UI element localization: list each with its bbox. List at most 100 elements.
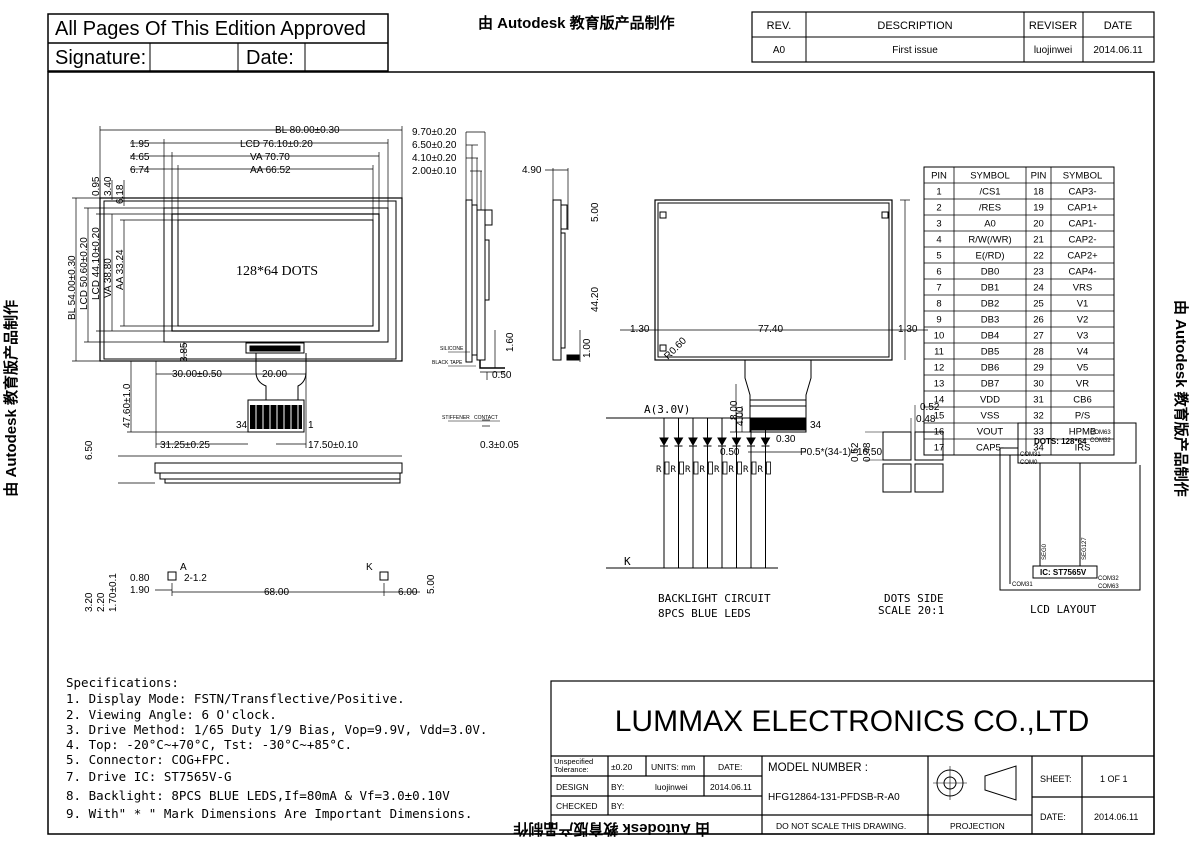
pin-table-cell: 24 [1033, 283, 1044, 294]
pin-table-cell: 18 [1033, 187, 1044, 198]
pin-table-cell: 33 [1033, 427, 1044, 438]
dim-500-bottom: 5.00 [426, 574, 437, 594]
led-diode [717, 437, 727, 447]
pin-table-cell: CAP1+ [1067, 203, 1098, 214]
backlight-labels: A(3.0V) K BACKLIGHT CIRCUIT 8PCS BLUE LE… [624, 403, 771, 620]
dim-offset-3: 6.74 [130, 165, 150, 176]
specifications: Specifications: 1. Display Mode: FSTN/Tr… [66, 675, 487, 821]
dim-lcd-width: LCD 76.10±0.20 [240, 139, 313, 150]
pin-table-cell: 28 [1033, 347, 1044, 358]
dim-1750: 17.50±0.10 [308, 440, 358, 451]
pin-table-cell: DB3 [981, 315, 999, 326]
pin-table-cell: 20 [1033, 219, 1044, 230]
checked-by-label: BY: [611, 801, 624, 811]
pin-table-cell: 15 [934, 411, 945, 422]
dim-650: 6.50±0.20 [412, 140, 457, 151]
design-label: DESIGN [556, 782, 589, 792]
pin-table-cell: CAP2- [1069, 235, 1097, 246]
dim-va-height: VA 38.80 [103, 258, 114, 298]
backlight-caption-2: 8PCS BLUE LEDS [658, 607, 751, 620]
resistor-label: R [714, 465, 720, 475]
pin-table-cell: VRS [1073, 283, 1093, 294]
rev-value: A0 [773, 45, 786, 56]
lcd-layout-labels: DOTS: 128*64 IC: ST7565V LCD LAYOUT COM6… [1012, 430, 1119, 616]
resistor-label: R [758, 465, 764, 475]
dim-03: 0.3±0.05 [480, 440, 519, 451]
signature-label: Signature: [55, 47, 146, 69]
resistor-label: R [656, 465, 662, 475]
pin-table-cell: VOUT [977, 427, 1004, 438]
label-silicone: SILICONE [440, 346, 464, 352]
label-black-tape: BLACK TAPE [432, 360, 463, 366]
tolerance-value: ±0.20 [611, 762, 632, 772]
dim-offset-1: 1.95 [130, 139, 150, 150]
model-number: HFG12864-131-PFDSB-R-A0 [768, 792, 900, 803]
com-63-bottom: COM63 [1098, 584, 1119, 590]
pin-table-cell: 10 [934, 331, 945, 342]
dim-030: 0.30 [776, 434, 796, 445]
design-date: 2014.06.11 [710, 782, 752, 792]
led-diode [673, 437, 684, 447]
approval-box: All Pages Of This Edition Approved Signa… [47, 13, 389, 72]
pin-table-cell: 26 [1033, 315, 1044, 326]
pin-table-cell: V4 [1077, 347, 1089, 358]
pin-table-cell: V5 [1077, 363, 1089, 374]
dim-3125: 31.25±0.25 [160, 440, 210, 451]
resistor-label: R [700, 465, 706, 475]
led-resistor [766, 461, 771, 475]
resistor-label: R [685, 465, 691, 475]
front-view-labels: BL 80.00±0.30 LCD 76.10±0.20 VA 70.70 AA… [67, 125, 358, 451]
led-diode [746, 437, 756, 447]
dots-side [865, 405, 944, 493]
led-resistor [722, 461, 728, 475]
com-31-bottom: COM31 [1012, 582, 1033, 588]
pin-table-cell: CB6 [1073, 395, 1091, 406]
spec-item: 4. Top: -20°C~+70°C, Tst: -30°C~+85°C. [66, 737, 352, 752]
pin-table-cell: DB6 [981, 363, 999, 374]
watermark-right: 由 Autodesk 教育版产品制作 [1172, 300, 1190, 497]
dim-170: 1.70±0.1 [108, 573, 119, 612]
pin-table-cell: 8 [936, 299, 941, 310]
spec-item: 3. Drive Method: 1/65 Duty 1/9 Bias, Vop… [66, 722, 487, 737]
spec-item: 8. Backlight: 8PCS BLUE LEDS,If=80mA & V… [66, 788, 450, 803]
led-resistor [679, 461, 684, 475]
dim-600: 6.00 [398, 587, 418, 598]
watermark-bottom: 由 Autodesk 教育版产品制作 [513, 820, 710, 838]
spec-item: 9. With" * " Mark Dimensions Are Importa… [66, 806, 472, 821]
dim-800: 8.00 [729, 400, 740, 420]
dots-caption-1: DOTS SIDE [884, 592, 944, 605]
checked-label: CHECKED [556, 801, 598, 811]
pin-table-cell: 22 [1033, 251, 1044, 262]
date-value: 2014.06.11 [1093, 45, 1143, 56]
resistor-label: R [743, 465, 749, 475]
dot-dim-2: 0.48 [916, 414, 936, 425]
small-side-labels: 4.90 5.00 1.00 [522, 165, 601, 358]
pin-table-cell: IRS [1075, 443, 1091, 454]
pin-table-cell: 14 [934, 395, 945, 406]
units-label: UNITS: mm [651, 762, 695, 772]
pin-table-cell: 6 [936, 267, 941, 278]
dim-200: 2.00±0.10 [412, 166, 457, 177]
pin-table-cell: 3 [936, 219, 941, 230]
company-name: LUMMAX ELECTRONICS CO.,LTD [615, 705, 1090, 738]
pin-table-cell: VSS [980, 411, 999, 422]
approval-date-label: Date: [246, 47, 294, 69]
backlight-caption-1: BACKLIGHT CIRCUIT [658, 592, 771, 605]
lcd-ic-label: IC: ST7565V [1040, 568, 1087, 577]
designer-name: luojinwei [655, 782, 688, 792]
pin-table-cell: 16 [934, 427, 945, 438]
pin-table-cell: CAP2+ [1067, 251, 1098, 262]
pin-table-cell: R/W(/WR) [968, 235, 1011, 246]
sheet-value: 1 OF 1 [1100, 774, 1128, 784]
sheet-label: SHEET: [1040, 774, 1072, 784]
pin-table-header: SYMBOL [970, 171, 1010, 182]
projection-symbol [933, 765, 1017, 801]
led-diode [688, 437, 698, 447]
dim-190: 1.90 [130, 585, 150, 596]
dim-aa-width: AA 66.52 [250, 165, 291, 176]
label-anode-a: A [180, 562, 187, 573]
pin-table-cell: DB2 [981, 299, 999, 310]
description-value: First issue [892, 45, 938, 56]
